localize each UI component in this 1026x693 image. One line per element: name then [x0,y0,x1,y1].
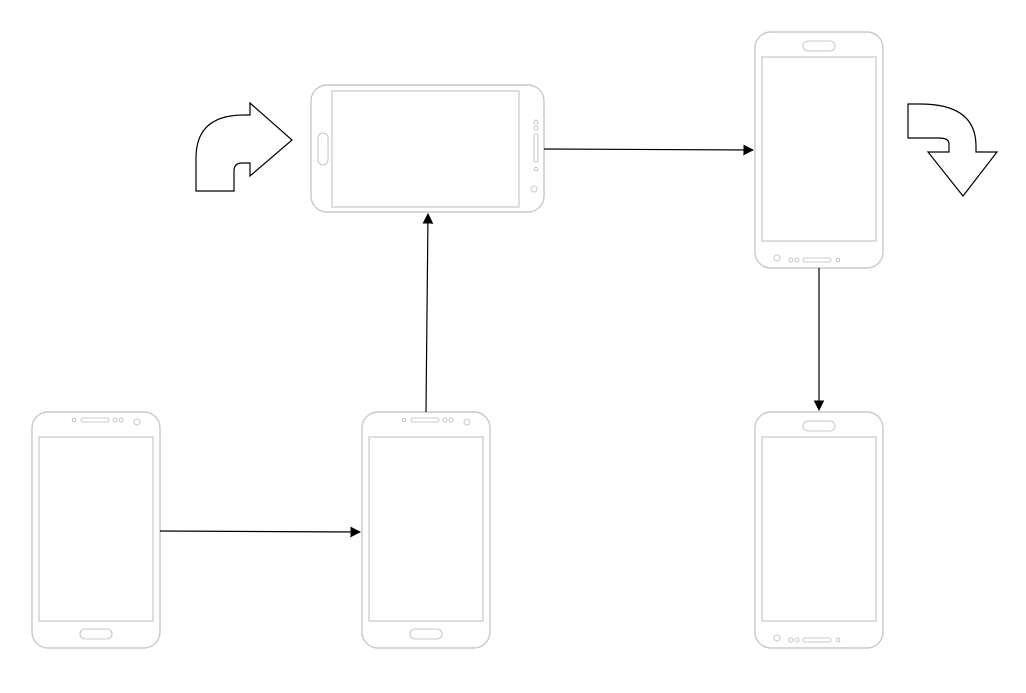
smartphone-icon [754,31,884,269]
connector-arrow [159,526,362,538]
connector-arrow [543,144,755,156]
smartphone-icon [31,411,161,649]
smartphone-icon [361,411,491,649]
smartphone-icon [754,411,884,649]
rotate-right-arrow-icon [195,101,293,192]
rotate-down-arrow-icon [907,103,999,197]
connector-arrow [422,212,434,413]
smartphone-icon [310,84,545,213]
